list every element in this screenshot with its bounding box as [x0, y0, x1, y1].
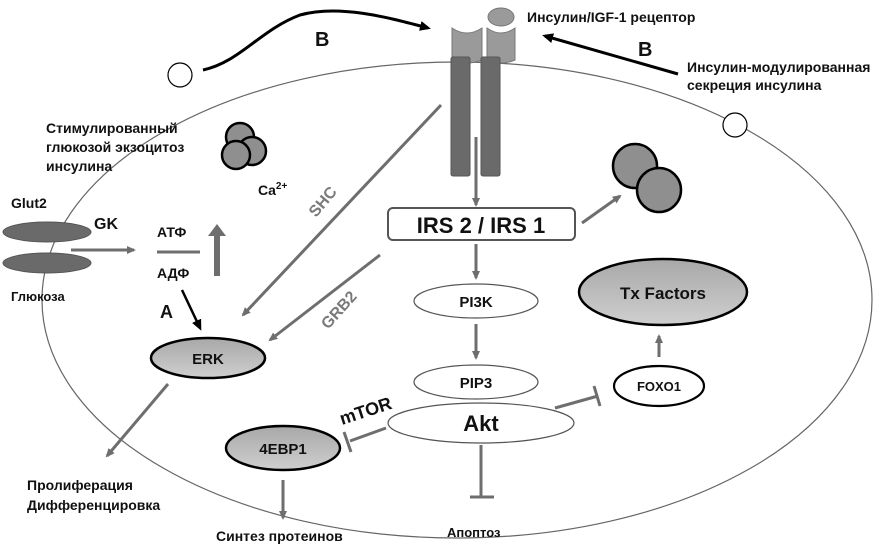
glucose-label: Глюкоза: [11, 289, 65, 304]
insulin-granules-pair: [611, 142, 683, 214]
grb2-label: GRB2: [318, 288, 360, 332]
shc-arrow: [241, 103, 443, 317]
exocytosis-line-3: инсулина: [46, 158, 112, 174]
pathway-b-left-arrow: [202, 9, 431, 72]
mtor-inhibits-4ebp1-bar: [342, 431, 353, 453]
mtor-label: mTOR: [337, 393, 394, 429]
glut2-transporter-bottom: [2, 252, 92, 274]
exocytosis-line-2: глюкозой экзоцитоз: [46, 139, 184, 155]
secretory-vesicle-left: [167, 62, 193, 88]
pathway-a-arrow: [180, 289, 202, 331]
glut2-label: Glut2: [11, 195, 47, 211]
erk-node[interactable]: [149, 336, 267, 380]
adp-label: АДФ: [157, 265, 189, 281]
receptor-label: Инсулин/IGF-1 рецептор: [527, 9, 695, 25]
protein-synthesis-label: Синтез протеинов: [216, 528, 343, 544]
akt-label: Akt: [463, 411, 499, 436]
foxo1-node[interactable]: [612, 364, 706, 408]
erk-label: ERK: [192, 351, 224, 368]
pathway-b-right-label: B: [638, 39, 652, 61]
calcium-label: Ca2+: [258, 181, 287, 198]
pathway-b-right-arrow: [542, 33, 679, 76]
foxo1-label: FOXO1: [637, 379, 681, 394]
akt-inhibits-foxo1-bar: [592, 385, 602, 407]
akt-node[interactable]: [387, 402, 575, 444]
exocytosis-line-1: Стимулированный: [46, 120, 178, 136]
grb2-arrow: [268, 253, 381, 342]
irs-label: IRS 2 / IRS 1: [417, 213, 545, 238]
atp-ratio-up-arrow: [208, 224, 226, 276]
tx-factors-node[interactable]: [577, 257, 749, 327]
secretory-vesicle-right: [722, 112, 748, 138]
tx-factors-label: Tx Factors: [620, 284, 706, 303]
insulin-granules-cluster: [220, 121, 268, 171]
pi3k-label: PI3K: [459, 294, 493, 311]
4ebp1-label: 4EBP1: [259, 441, 307, 458]
atp-label: АТФ: [157, 224, 186, 240]
glut2-transporter-top: [2, 221, 92, 243]
secretion-caption-2: секреция инсулина: [687, 77, 822, 93]
gk-label: GK: [94, 216, 118, 233]
4ebp1-node[interactable]: [224, 424, 342, 472]
pathway-b-left-label: B: [315, 29, 329, 51]
mtor-inhibits-4ebp1: [349, 426, 387, 443]
pi3k-node[interactable]: [413, 283, 539, 319]
pip3-node[interactable]: [413, 364, 539, 400]
irs-to-granules-arrow: [581, 194, 622, 225]
apoptosis-label: Апоптоз: [447, 525, 501, 540]
pathway-a-label: A: [160, 302, 173, 322]
irs-node[interactable]: [387, 207, 576, 241]
akt-inhibits-foxo1: [554, 394, 599, 410]
differentiation-label: Дифференцировка: [27, 497, 160, 513]
proliferation-label: Пролиферация: [27, 477, 133, 493]
insulin-ligand: [487, 7, 515, 27]
secretion-caption-1: Инсулин-модулированная: [687, 59, 870, 75]
insulin-receptor: [450, 7, 516, 177]
pip3-label: PIP3: [460, 375, 493, 392]
erk-to-proliferation-arrow: [105, 383, 170, 458]
